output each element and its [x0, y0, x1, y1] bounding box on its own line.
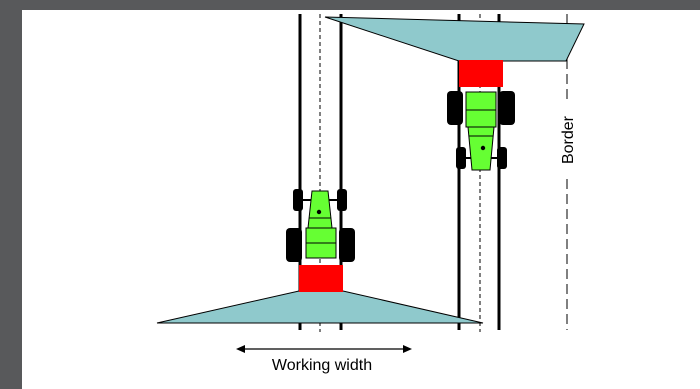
top-rear-right-tire [499, 91, 515, 125]
drawing-panel [22, 10, 700, 389]
top-spreader-fan [324, 16, 585, 62]
working-width-arrowhead-right [403, 345, 412, 353]
top-rear-left-tire [447, 91, 463, 125]
bottom-tractor-unit [156, 189, 484, 324]
top-spreader-body [459, 60, 503, 87]
top-tractor-center-dot [480, 145, 486, 151]
bottom-spreader-body [299, 265, 343, 292]
working-width-arrowhead-left [236, 345, 245, 353]
bottom-rear-left-tire [286, 228, 302, 262]
border-label-background [556, 100, 578, 178]
bottom-tractor-center-dot [316, 209, 322, 215]
bottom-tractor-hood [307, 190, 333, 229]
bottom-rear-right-tire [339, 228, 355, 262]
border-label: Border [560, 115, 577, 164]
top-tractor-unit [324, 16, 585, 171]
working-width-label: Working width [272, 357, 372, 374]
working-width-indicator: Working width [236, 345, 412, 374]
